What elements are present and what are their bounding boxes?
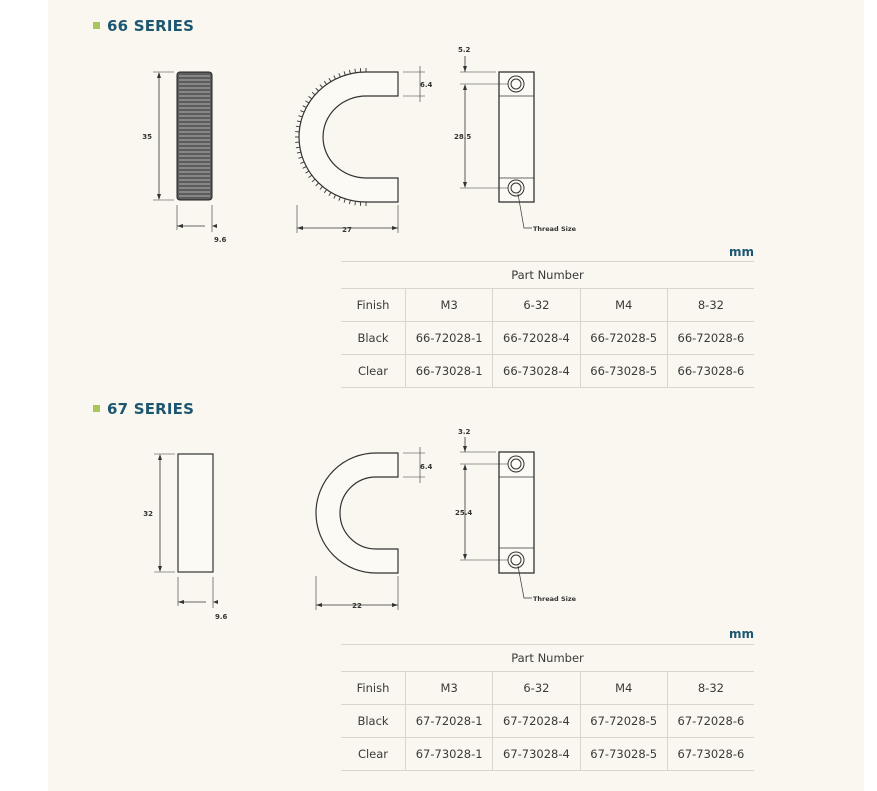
col-m4: M4 (579, 288, 668, 322)
finish-cell: Clear (341, 737, 406, 771)
part-cell: 67-72028-1 (404, 704, 493, 738)
part-cell: 67-72028-5 (579, 704, 668, 738)
part-cell: 67-72028-4 (492, 704, 581, 738)
bullet-square-icon (93, 405, 100, 412)
thread-size-label: Thread Size (533, 225, 577, 233)
thread-size-label: Thread Size (533, 595, 577, 603)
finish-cell: Black (341, 704, 406, 738)
part-cell: 66-72028-1 (404, 321, 493, 355)
part-cell: 66-73028-4 (492, 354, 581, 388)
knurled-u-view: 6.4 27 (295, 66, 433, 234)
table-row: Black 66-72028-1 66-72028-4 66-72028-5 6… (341, 321, 754, 355)
dim-height: 32 (143, 510, 153, 518)
col-6-32: 6-32 (492, 671, 581, 705)
table-header-row: Finish M3 6-32 M4 8-32 (341, 288, 754, 322)
col-8-32: 8-32 (666, 288, 754, 322)
front-view: 5.2 28.5 Thread Size (454, 46, 577, 233)
dim-arm: 6.4 (420, 81, 433, 89)
part-cell: 66-73028-5 (579, 354, 668, 388)
series-67-heading: 67 SERIES (93, 400, 194, 418)
plain-u-view: 6.4 22 (315, 447, 433, 610)
col-8-32: 8-32 (666, 671, 754, 705)
front-view: 3.2 25.4 Thread Size (455, 428, 577, 603)
finish-cell: Black (341, 321, 406, 355)
part-cell: 67-73028-6 (666, 737, 754, 771)
dim-edge: 3.2 (458, 428, 471, 436)
col-finish: Finish (341, 671, 406, 705)
unit-label: mm (728, 245, 754, 259)
part-cell: 66-72028-4 (492, 321, 581, 355)
group-header: Part Number (341, 644, 754, 672)
dim-pitch: 28.5 (454, 133, 471, 141)
part-cell: 66-72028-5 (579, 321, 668, 355)
dim-edge: 5.2 (458, 46, 471, 54)
dim-pitch: 25.4 (455, 509, 472, 517)
col-6-32: 6-32 (492, 288, 581, 322)
dim-thickness: 9.6 (215, 613, 228, 621)
part-cell: 66-73028-6 (666, 354, 754, 388)
dim-thickness: 9.6 (214, 236, 227, 244)
table-row: Clear 66-73028-1 66-73028-4 66-73028-5 6… (341, 354, 754, 388)
dim-arm: 6.4 (420, 463, 433, 471)
plain-side-view: 32 9.6 (143, 453, 228, 621)
dim-width: 27 (342, 226, 352, 234)
finish-cell: Clear (341, 354, 406, 388)
part-cell: 67-73028-5 (579, 737, 668, 771)
part-cell: 66-72028-6 (666, 321, 754, 355)
col-m3: M3 (404, 288, 493, 322)
part-number-table-66: Part Number Finish M3 6-32 M4 8-32 Black… (341, 261, 754, 388)
col-finish: Finish (341, 288, 406, 322)
part-number-table-67: Part Number Finish M3 6-32 M4 8-32 Black… (341, 644, 754, 771)
group-header: Part Number (341, 261, 754, 289)
knurled-side-view: 35 9.6 (142, 71, 227, 244)
part-cell: 66-73028-1 (404, 354, 493, 388)
series-67-title: 67 SERIES (107, 400, 195, 418)
dim-width: 22 (352, 602, 362, 610)
table-row: Clear 67-73028-1 67-73028-4 67-73028-5 6… (341, 737, 754, 771)
part-cell: 67-72028-6 (666, 704, 754, 738)
series-66-heading: 66 SERIES (93, 17, 194, 35)
part-cell: 67-73028-1 (404, 737, 493, 771)
table-header-row: Finish M3 6-32 M4 8-32 (341, 671, 754, 705)
bullet-square-icon (93, 22, 100, 29)
part-cell: 67-73028-4 (492, 737, 581, 771)
col-m4: M4 (579, 671, 668, 705)
col-m3: M3 (404, 671, 493, 705)
series-66-title: 66 SERIES (107, 17, 195, 35)
dim-height: 35 (142, 133, 152, 141)
table-row: Black 67-72028-1 67-72028-4 67-72028-5 6… (341, 704, 754, 738)
unit-label: mm (728, 627, 754, 641)
